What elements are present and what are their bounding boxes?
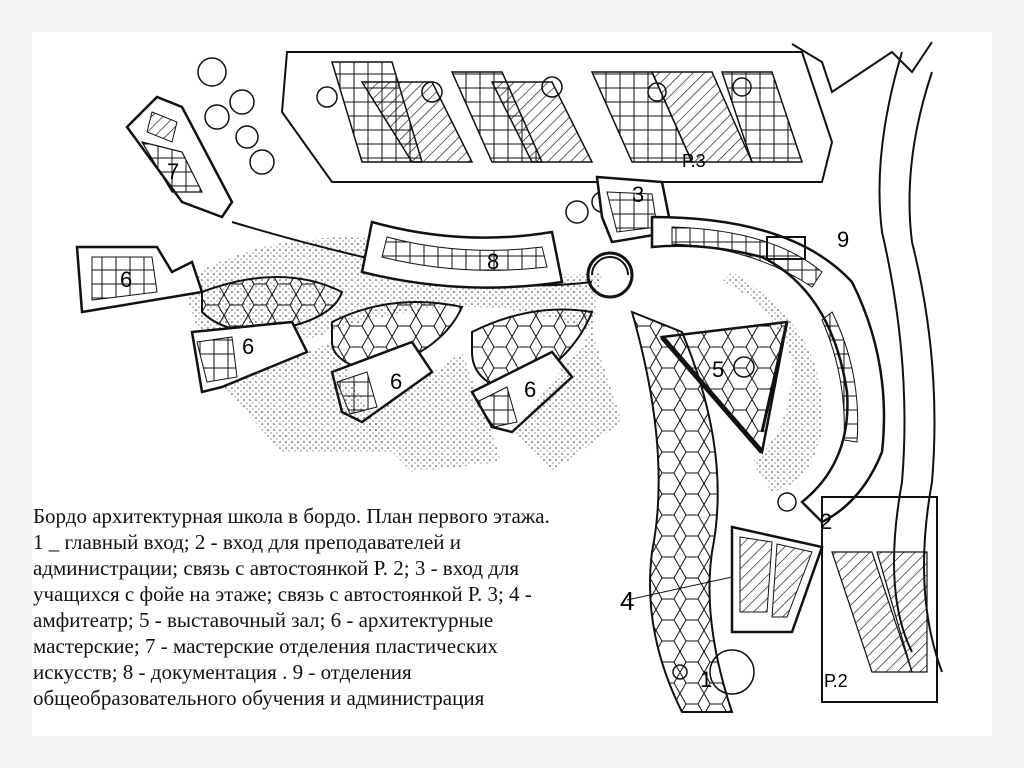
label-6-c: 6	[524, 377, 536, 402]
trees	[197, 57, 752, 224]
caption-line: мастерские; 7 - мастерские отделения пла…	[33, 634, 498, 658]
caption-line: 1 _ главный вход; 2 - вход для преподава…	[33, 530, 462, 554]
label-p3: Р.3	[682, 151, 706, 171]
leader-line-4	[626, 576, 733, 601]
caption-line: искусств; 8 - документация . 9 - отделен…	[33, 660, 412, 684]
label-9: 9	[837, 227, 849, 252]
entrance-tree	[709, 649, 755, 695]
caption-line: Бордо архитектурная школа в бордо. План …	[33, 504, 550, 528]
figure-caption: Бордо архитектурная школа в бордо. План …	[33, 503, 673, 711]
parking-p3	[280, 51, 834, 183]
label-6-b: 6	[390, 369, 402, 394]
courtyard-2	[331, 301, 464, 374]
parking-p2	[821, 496, 938, 703]
exhibition-hall-5	[659, 320, 789, 455]
landscape-fan-1	[222, 342, 392, 452]
building-8	[360, 220, 564, 289]
label-1: 1	[700, 667, 712, 692]
label-3: 3	[632, 182, 644, 207]
label-7: 7	[167, 159, 179, 184]
entrance-marker	[672, 664, 688, 680]
label-4: 4	[620, 586, 634, 616]
landscape-fan-2	[362, 352, 502, 472]
amphitheatre-4	[730, 525, 824, 634]
caption-line: общеобразовательного обучения и админист…	[33, 686, 485, 710]
courtyard-3	[471, 308, 594, 394]
building-7	[125, 95, 234, 219]
label-6-west: 6	[120, 267, 132, 292]
caption-line: учащихся с фойе на этаже; связь с автост…	[33, 582, 532, 606]
floor-plan-drawing: Р.3 3 9 8 7 6 6 6 6 5 2 4 1 Р.2	[75, 41, 943, 713]
rotunda	[586, 251, 634, 299]
label-p2: Р.2	[824, 671, 848, 691]
site-boundary	[791, 41, 933, 94]
promenade	[630, 310, 734, 713]
caption-line: амфитеатр; 5 - выставочный зал; 6 - архи…	[33, 608, 494, 632]
label-8: 8	[487, 249, 499, 274]
floor-plan-frame: Р.3 3 9 8 7 6 6 6 6 5 2 4 1 Р.2	[32, 32, 992, 736]
label-5: 5	[712, 357, 724, 382]
landscape-hall	[722, 272, 823, 492]
building-6-west	[75, 245, 204, 314]
caption-line: администрации; связь с автостоянкой Р. 2…	[33, 556, 520, 580]
label-2: 2	[820, 509, 832, 534]
building-6-studios	[190, 320, 574, 434]
label-6-a: 6	[242, 334, 254, 359]
landscape-fan-3	[512, 332, 622, 472]
courtyard-1	[201, 276, 344, 334]
